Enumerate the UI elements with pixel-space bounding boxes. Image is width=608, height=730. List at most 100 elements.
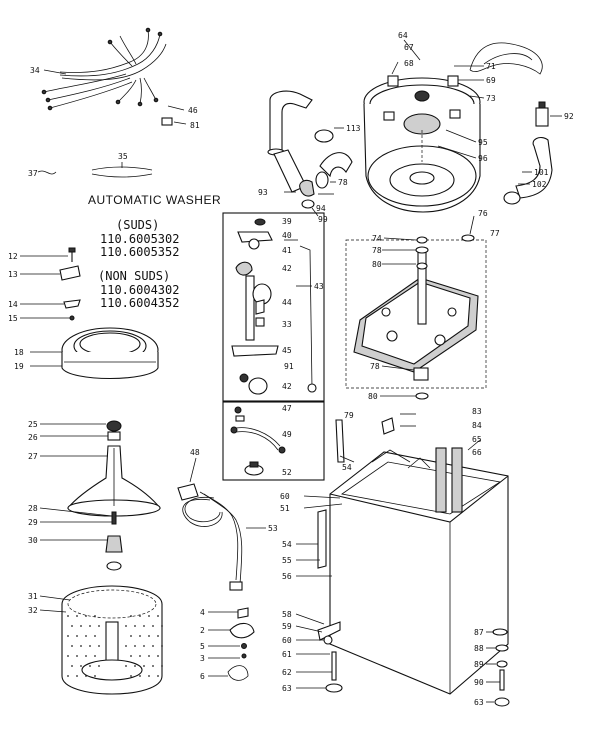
basket-hole (94, 655, 96, 657)
suds-heading: (SUDS) (116, 218, 160, 232)
basket-hole (98, 645, 100, 647)
basket-hole (76, 675, 78, 677)
callout-c32: 32 (28, 606, 38, 615)
callout-c78a: 78 (338, 178, 348, 187)
drain-hoses (267, 90, 353, 217)
callout-c83: 83 (472, 407, 482, 416)
basket-hole (98, 625, 100, 627)
basket-hole (134, 665, 136, 667)
basket-hole (85, 615, 87, 617)
small-fasteners-left (20, 247, 81, 321)
basket-hole (134, 625, 136, 627)
callout-c89: 89 (474, 660, 484, 669)
callout-c69: 69 (486, 76, 496, 85)
basket-hole (67, 615, 69, 617)
callout-c27: 27 (28, 452, 38, 461)
callout-c40: 40 (282, 231, 292, 240)
callout-c93: 93 (258, 188, 268, 197)
callout-c5: 5 (200, 642, 205, 651)
basket-hole (139, 615, 141, 617)
inlet-hose (177, 457, 266, 591)
suds-model-1: 110.6005302 (100, 232, 180, 246)
basket-hole (89, 625, 91, 627)
basket-hole (148, 615, 150, 617)
basket-hole (157, 615, 159, 617)
basket-hole (148, 675, 150, 677)
spin-basket (39, 585, 163, 695)
callout-c74: 74 (372, 234, 382, 243)
callout-c62: 62 (282, 668, 292, 677)
leader-lines-harness (43, 69, 187, 125)
callout-c63b: 63 (474, 698, 484, 707)
callout-c60b: 60 (282, 636, 292, 645)
callout-c33: 33 (282, 320, 292, 329)
callout-c56: 56 (282, 572, 292, 581)
callout-c4: 4 (200, 608, 205, 617)
callout-c42a: 42 (282, 264, 292, 273)
basket-hole (143, 665, 145, 667)
callout-c19: 19 (14, 362, 24, 371)
callout-c52: 52 (282, 468, 292, 477)
basket-hole (125, 645, 127, 647)
cabinet (296, 413, 509, 695)
diagram-title: AUTOMATIC WASHER (88, 193, 222, 207)
callout-c65: 65 (472, 435, 482, 444)
basket-hole (67, 655, 69, 657)
basket-hole (94, 635, 96, 637)
callout-c54b: 54 (282, 540, 292, 549)
basket-hole (76, 655, 78, 657)
basket-hole (152, 645, 154, 647)
callout-c60a: 60 (280, 492, 290, 501)
callout-c79: 79 (344, 411, 354, 420)
basket-hole (71, 645, 73, 647)
basket-hole (125, 665, 127, 667)
basket-hole (157, 635, 159, 637)
basket-hole (130, 655, 132, 657)
callout-c47: 47 (282, 404, 292, 413)
non-suds-model-1: 110.6004302 (100, 283, 180, 297)
callout-c14: 14 (8, 300, 18, 309)
basket-hole (139, 635, 141, 637)
callout-c53: 53 (268, 524, 278, 533)
callout-c102: 102 (532, 180, 547, 189)
basket-hole (130, 675, 132, 677)
callout-c84: 84 (472, 421, 482, 430)
callout-c28: 28 (28, 504, 38, 513)
callout-c64: 64 (398, 31, 408, 40)
callout-c113: 113 (346, 124, 361, 133)
wiring-harness (41, 27, 173, 126)
callout-c80a: 80 (372, 260, 382, 269)
basket-hole (139, 655, 141, 657)
callout-c59: 59 (282, 622, 292, 631)
jumper-wires (37, 162, 153, 178)
callout-c34: 34 (30, 66, 40, 75)
callout-c80b: 80 (368, 392, 378, 401)
callout-c99: 99 (318, 215, 328, 224)
callout-c15: 15 (8, 314, 18, 323)
leveling-legs (295, 613, 510, 707)
basket-hole (157, 655, 159, 657)
callout-c2: 2 (200, 626, 205, 635)
callout-c46: 46 (188, 106, 198, 115)
callout-c61: 61 (282, 650, 292, 659)
basket-hole (94, 615, 96, 617)
callout-c42b: 42 (282, 382, 292, 391)
non-suds-heading: (NON SUDS) (98, 269, 171, 283)
outer-tub (363, 39, 562, 213)
callout-c35: 35 (118, 152, 128, 161)
callout-c18: 18 (14, 348, 24, 357)
callout-c48: 48 (190, 448, 200, 457)
callout-c91: 91 (284, 362, 294, 371)
basket-hole (76, 615, 78, 617)
callout-c45: 45 (282, 346, 292, 355)
suds-model-2: 110.6005352 (100, 245, 180, 259)
basket-hole (143, 645, 145, 647)
pump-clamps (208, 607, 255, 681)
basket-hole (80, 625, 82, 627)
callout-c29: 29 (28, 518, 38, 527)
basket-hole (71, 665, 73, 667)
callout-c41: 41 (282, 246, 292, 255)
basket-hole (85, 675, 87, 677)
callout-c90: 90 (474, 678, 484, 687)
